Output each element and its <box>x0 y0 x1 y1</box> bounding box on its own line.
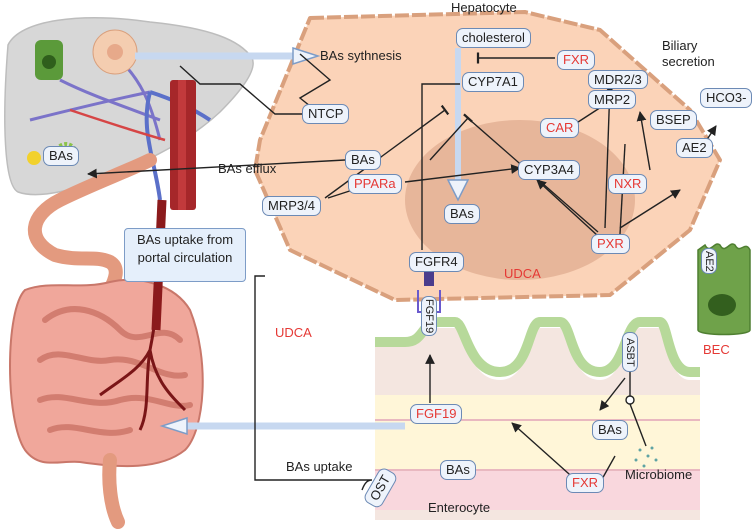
liver-organ-icon <box>4 17 254 210</box>
pathway-arrows <box>87 52 717 491</box>
hco3-node: HCO3- <box>700 88 753 108</box>
mrp2-node: MRP2 <box>588 90 637 109</box>
hepatocyte-label: Hepatocyte <box>451 0 517 15</box>
bas-gut-node: BAs <box>592 420 628 440</box>
bas-membrane-node: BAs <box>345 150 381 170</box>
enterocyte-label: Enterocyte <box>428 500 491 515</box>
bec-label: BEC <box>703 342 730 357</box>
fxr-liver-node: FXR <box>557 50 595 70</box>
udca-left-label: UDCA <box>275 325 312 340</box>
mrp34-node: MRP3/4 <box>262 196 321 216</box>
cyp3a4-node: CYP3A4 <box>518 160 580 180</box>
bas-ent-node: BAs <box>440 460 476 480</box>
udca-liver-label: UDCA <box>504 266 541 281</box>
microbiome-label: Microbiome <box>625 467 693 482</box>
bas-hep-node: BAs <box>444 204 480 224</box>
bsep-node: BSEP <box>650 110 697 130</box>
bas-synthesis-label: BAs sythnesis <box>320 48 402 63</box>
fgf19-receptor-node: FGF19 <box>421 296 437 336</box>
bas-uptake-label: BAs uptake <box>286 459 353 474</box>
fgf19-gut-node: FGF19 <box>410 404 463 424</box>
intestine-organ-icon <box>9 153 204 529</box>
cyp7a1-node: CYP7A1 <box>462 72 524 92</box>
asbt-node: ASBT <box>622 332 638 372</box>
bas-liver-node: BAs <box>43 146 79 166</box>
nxr-node: NXR <box>608 174 648 194</box>
fxr-gut-node: FXR <box>566 473 604 493</box>
ntcp-node: NTCP <box>302 104 350 124</box>
pxr-node: PXR <box>591 234 630 254</box>
ppara-node: PPARa <box>348 174 402 194</box>
fgfr4-node: FGFR4 <box>409 252 464 272</box>
microbiome-icon <box>634 446 658 468</box>
biliary-secretion-label: Biliary secretion <box>662 38 715 69</box>
ae2-membrane-node: AE2 <box>676 138 713 158</box>
cholesterol-node: cholesterol <box>456 28 531 48</box>
bas-uptake-portal-box: BAs uptake from portal circulation <box>124 228 246 282</box>
bas-efflux-label: BAs efflux <box>218 161 277 176</box>
mdr23-node: MDR2/3 <box>588 70 648 89</box>
car-node: CAR <box>540 118 580 138</box>
ae2-bec-node: AE2 <box>701 248 717 274</box>
